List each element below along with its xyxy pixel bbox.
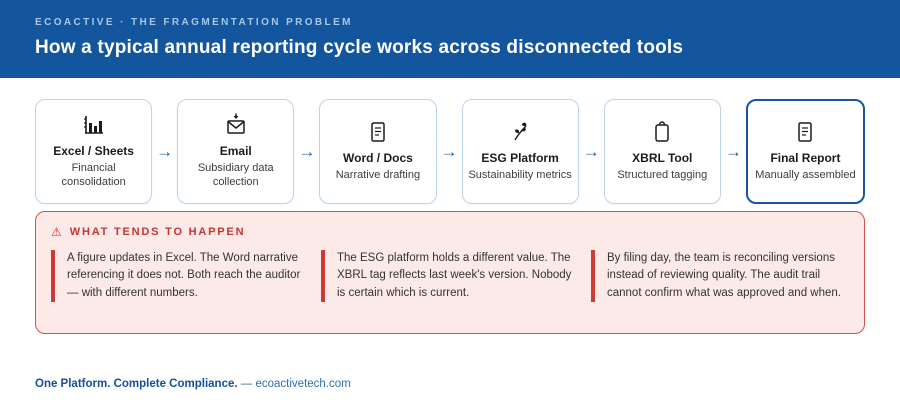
document-icon <box>796 120 814 144</box>
header-banner: ECOACTIVE · THE FRAGMENTATION PROBLEM Ho… <box>0 0 900 78</box>
footer-tagline: One Platform. Complete Compliance. <box>35 378 238 390</box>
flow-arrow-icon: → <box>156 141 174 161</box>
problem-item: By filing day, the team is reconciling v… <box>591 250 848 302</box>
flow-step-email: Email Subsidiary data collection <box>177 99 295 204</box>
warning-icon: ⚠ <box>51 225 62 239</box>
step-label: XBRL Tool <box>632 151 693 166</box>
flow-step-excel-sheets: Excel / Sheets Financial consolidation <box>35 99 153 204</box>
what-tends-to-happen-panel: ⚠ WHAT TENDS TO HAPPEN A figure updates … <box>35 211 865 334</box>
eyebrow-label: ECOACTIVE · THE FRAGMENTATION PROBLEM <box>35 17 353 28</box>
panel-columns: A figure updates in Excel. The Word narr… <box>51 250 848 302</box>
step-label: Excel / Sheets <box>53 144 134 159</box>
footer-separator: — <box>240 378 253 390</box>
panel-heading-label: WHAT TENDS TO HAPPEN <box>69 226 246 238</box>
step-subtitle: Structured tagging <box>617 169 708 182</box>
problem-item: A figure updates in Excel. The Word narr… <box>51 250 308 302</box>
flow-arrow-icon: → <box>298 141 316 161</box>
bar-chart-icon <box>83 113 105 137</box>
step-label: Word / Docs <box>343 151 413 166</box>
envelope-download-icon <box>225 113 247 137</box>
problem-item: The ESG platform holds a different value… <box>321 250 578 302</box>
flow-step-final-report: Final Report Manually assembled <box>745 99 866 204</box>
step-subtitle: Manually assembled <box>755 169 856 182</box>
step-label: Final Report <box>770 151 841 166</box>
panel-heading: ⚠ WHAT TENDS TO HAPPEN <box>51 226 848 238</box>
tool-flow-row: Excel / Sheets Financial consolidation →… <box>35 99 866 204</box>
step-subtitle: Financial consolidation <box>61 162 126 188</box>
page-title: How a typical annual reporting cycle wor… <box>35 37 684 58</box>
step-label: Email <box>219 144 252 159</box>
footer: One Platform. Complete Compliance. — eco… <box>35 378 865 390</box>
flow-step-xbrl-tool: XBRL Tool Structured tagging <box>603 99 721 204</box>
document-icon <box>369 120 387 144</box>
clipboard-icon <box>653 120 671 144</box>
step-subtitle: Subsidiary data collection <box>197 162 274 188</box>
plant-icon <box>509 120 531 144</box>
flow-step-word-docs: Word / Docs Narrative drafting <box>319 99 437 204</box>
flow-arrow-icon: → <box>582 141 600 161</box>
flow-arrow-icon: → <box>440 141 458 161</box>
flow-step-esg-platform: ESG Platform Sustainability metrics <box>461 99 579 204</box>
flow-arrow-icon: → <box>724 141 742 161</box>
step-label: ESG Platform <box>481 151 559 166</box>
step-subtitle: Sustainability metrics <box>468 169 572 182</box>
step-subtitle: Narrative drafting <box>335 169 421 182</box>
site-link[interactable]: ecoactivetech.com <box>255 378 351 390</box>
